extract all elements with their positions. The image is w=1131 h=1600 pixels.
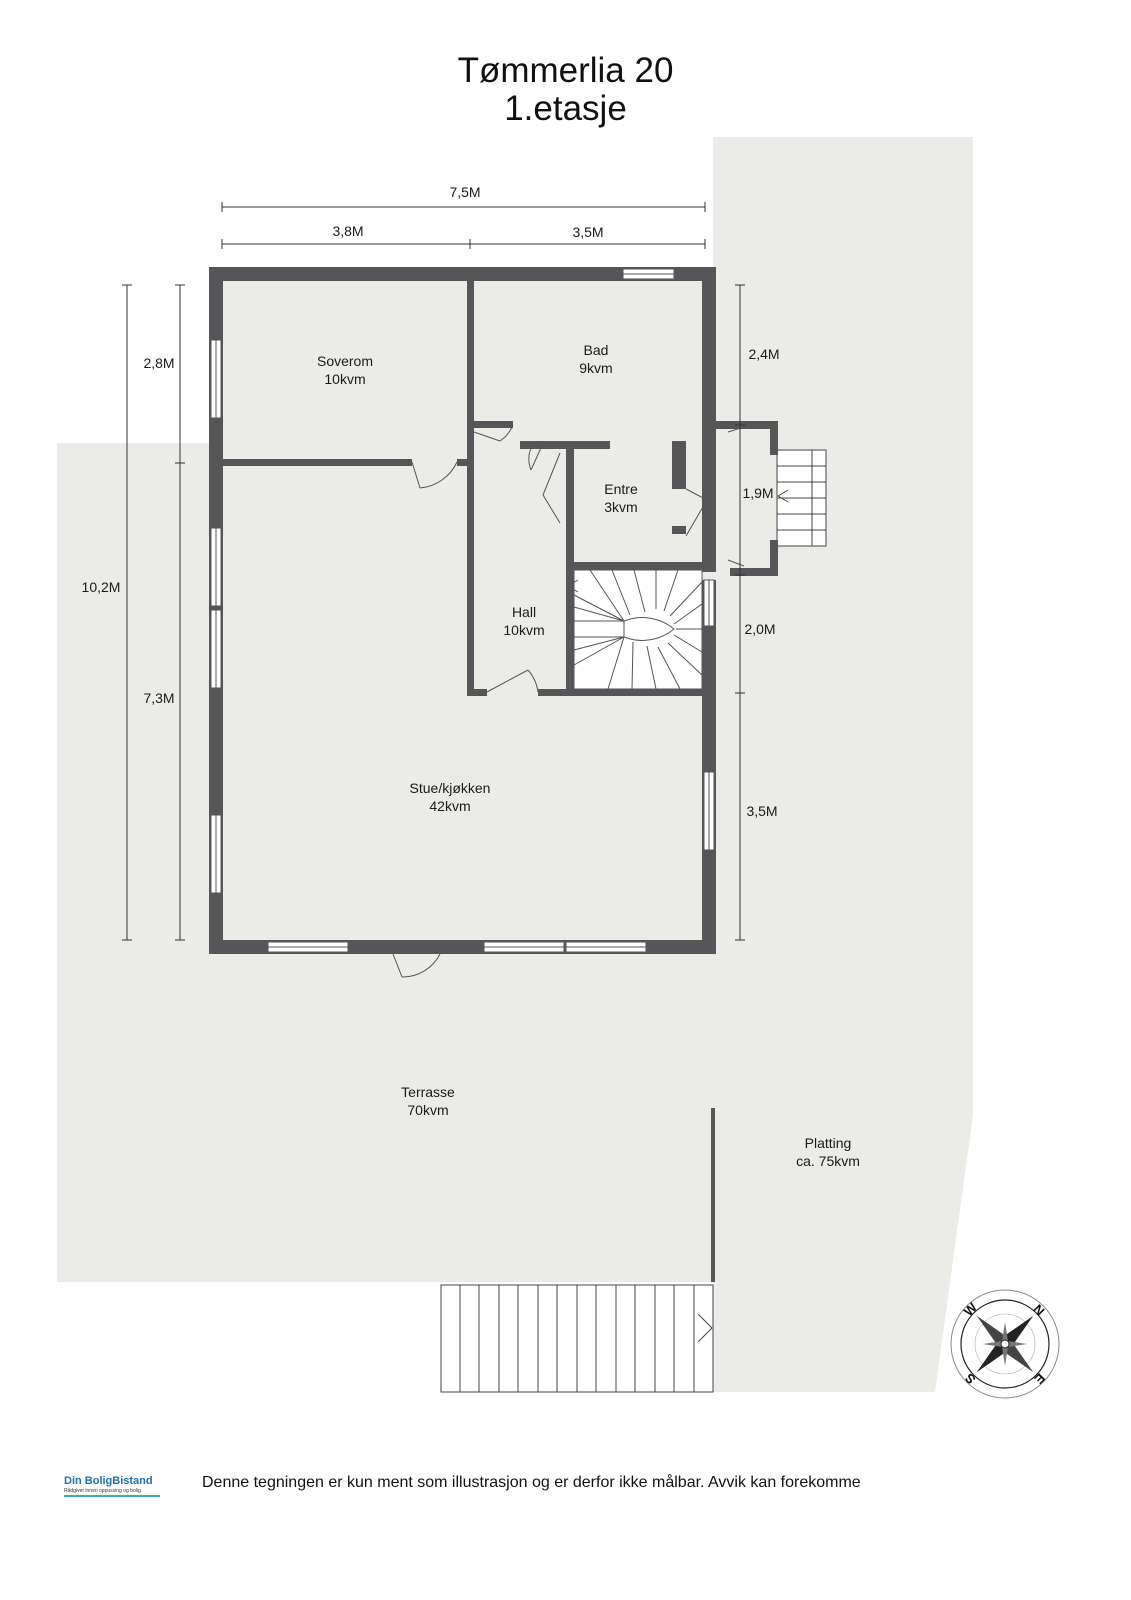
platting-area <box>713 137 973 1392</box>
terrasse-area <box>57 443 713 1282</box>
dim-total-width: 7,5M <box>449 184 480 200</box>
room-soverom-area: 10kvm <box>324 371 365 387</box>
room-platting-name: Platting <box>805 1135 852 1151</box>
room-platting-area: ca. 75kvm <box>796 1153 860 1169</box>
room-bad-name: Bad <box>584 342 609 358</box>
logo-brand-name: Din BoligBistand <box>64 1475 153 1487</box>
dim-soverom-height: 2,8M <box>143 355 174 371</box>
interior-staircase <box>567 569 703 690</box>
disclaimer-note: Denne tegningen er kun ment som illustra… <box>202 1474 861 1491</box>
plan-title: Tømmerlia 20 1.etasje <box>0 52 1131 128</box>
dim-bad-height: 2,4M <box>748 346 779 362</box>
walls <box>209 267 778 954</box>
windows <box>210 268 715 953</box>
porch-floor <box>713 423 777 573</box>
compass-rose: N E S W <box>950 1289 1060 1399</box>
room-bad-area: 9kvm <box>579 360 612 376</box>
room-stue-area: 42kvm <box>429 798 470 814</box>
room-hall-name: Hall <box>512 604 536 620</box>
dim-stair-height: 2,0M <box>744 621 775 637</box>
logo-tagline: Rådgiver innen oppussing og bolig <box>64 1488 141 1494</box>
doors <box>392 424 745 978</box>
title-floor: 1.etasje <box>504 89 627 128</box>
dim-right-width: 3,5M <box>572 224 603 240</box>
room-soverom-name: Soverom <box>317 353 373 369</box>
dim-entry-height: 1,9M <box>742 485 773 501</box>
room-terrasse-area: 70kvm <box>407 1102 448 1118</box>
title-address: Tømmerlia 20 <box>457 51 674 90</box>
dimension-lines <box>122 202 745 941</box>
dim-stue-right-height: 3,5M <box>746 803 777 819</box>
room-stue-name: Stue/kjøkken <box>410 780 491 796</box>
dim-left-width: 3,8M <box>332 223 363 239</box>
terrace-stairs <box>440 1284 714 1393</box>
porch-steps <box>776 449 827 547</box>
dim-total-height: 10,2M <box>82 579 121 595</box>
terrace-divider <box>711 1108 715 1282</box>
logo-underline <box>64 1495 160 1497</box>
room-entre-area: 3kvm <box>604 499 637 515</box>
room-hall-area: 10kvm <box>503 622 544 638</box>
dim-stue-height: 7,3M <box>143 690 174 706</box>
room-terrasse-name: Terrasse <box>401 1084 455 1100</box>
company-logo: Din BoligBistand Rådgiver innen oppussin… <box>64 1475 164 1497</box>
room-entre-name: Entre <box>604 481 638 497</box>
